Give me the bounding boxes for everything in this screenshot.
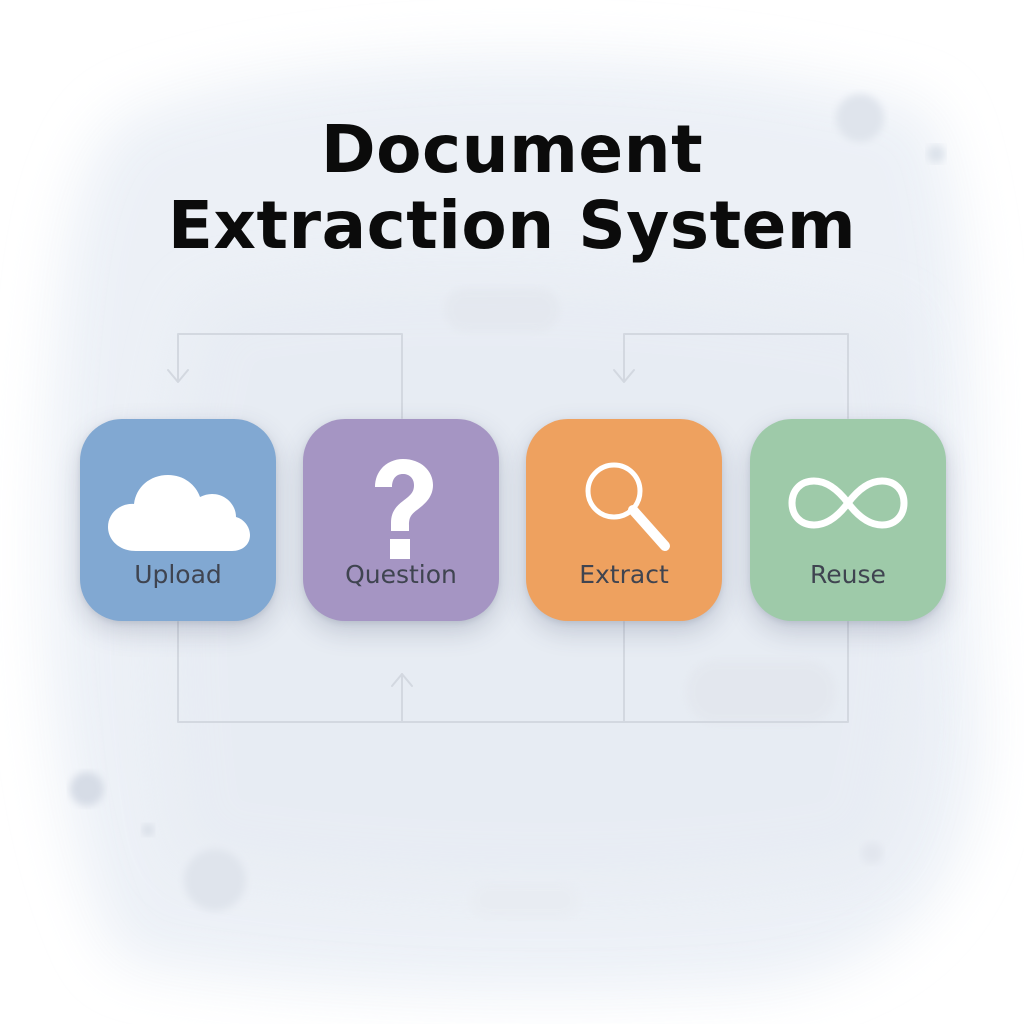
decor-dot: [836, 94, 884, 142]
diagram-title-line-1: Document: [320, 111, 704, 188]
diagram-title-line-2: Extraction System: [167, 187, 857, 264]
step-tile-extract: [526, 419, 722, 621]
step-tile-question: [303, 419, 499, 621]
step-label-extract: Extract: [579, 560, 669, 589]
bottom-connector: [177, 621, 849, 723]
loop-connector-upload-question: [167, 333, 403, 419]
decor-dot: [70, 772, 104, 806]
step-label-upload: Upload: [134, 560, 222, 589]
decor-dot: [861, 842, 883, 864]
decor-dot: [927, 145, 945, 163]
question-mark-icon: [375, 459, 433, 559]
decor-dot: [184, 849, 246, 911]
loop-connector-extract-reuse: [613, 333, 849, 419]
infinity-icon: [788, 477, 908, 529]
cloud-icon: [108, 475, 250, 551]
step-label-question: Question: [345, 560, 457, 589]
decor-dot: [142, 824, 154, 836]
step-tile-reuse: [750, 419, 946, 621]
step-tile-upload: [80, 419, 276, 621]
magnifier-icon: [585, 462, 670, 551]
step-label-reuse: Reuse: [810, 560, 886, 589]
